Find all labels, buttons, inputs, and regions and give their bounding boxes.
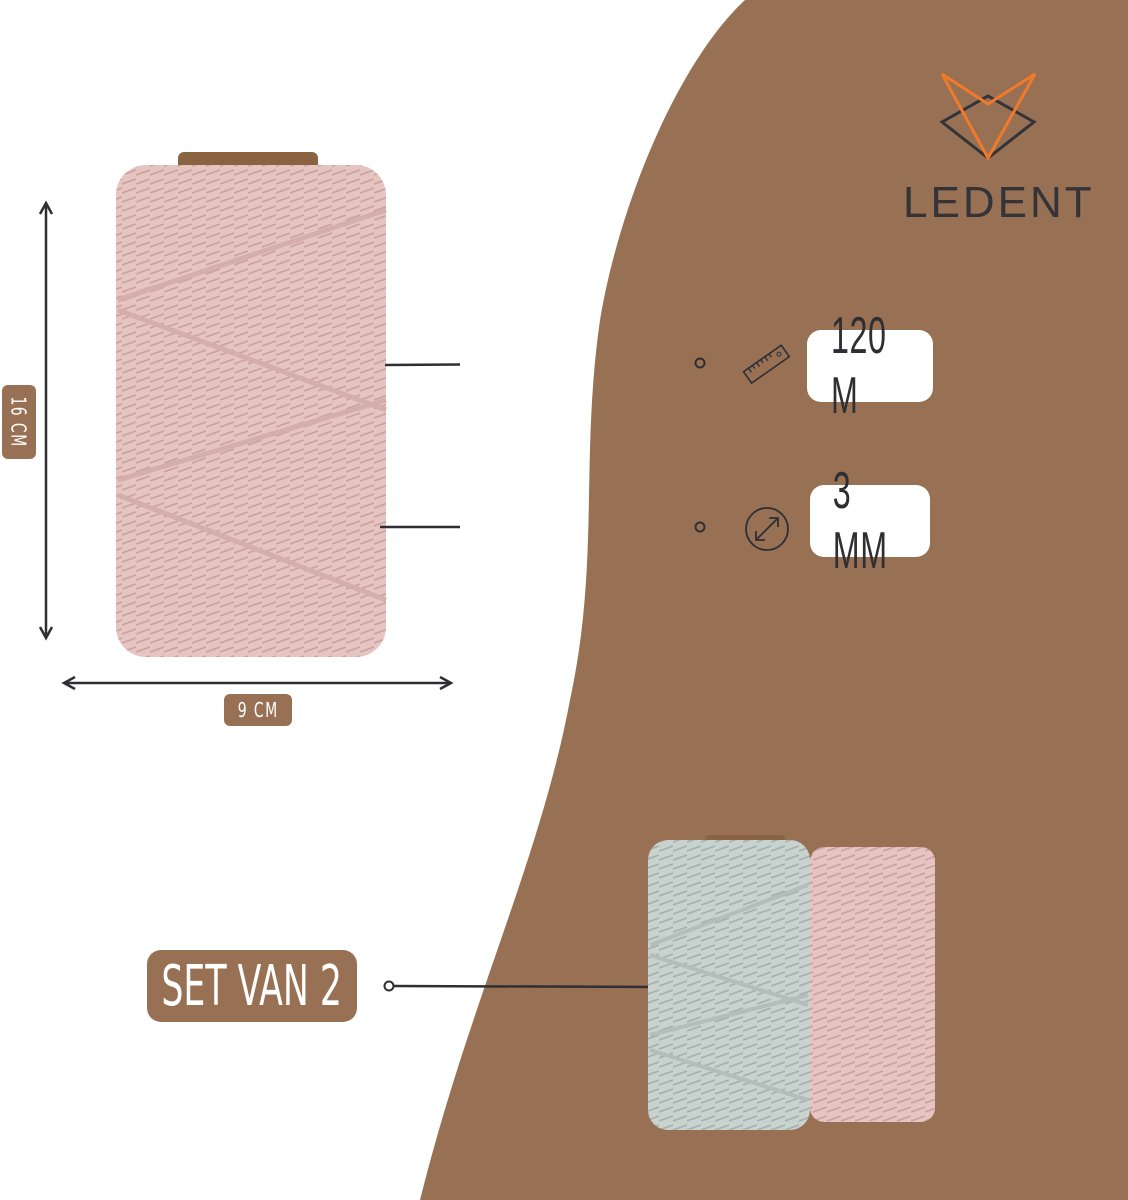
diameter-icon — [745, 507, 789, 551]
brand-name: LEDENT — [903, 178, 1095, 227]
set-pointer — [383, 980, 656, 992]
fox-logo-icon — [939, 72, 1037, 162]
height-tag: 16 CM — [2, 385, 36, 459]
main-spool-image — [116, 152, 387, 657]
pointer-dot-diameter — [694, 521, 706, 533]
diameter-badge: 3 MM — [810, 462, 930, 580]
length-badge: 120 M — [807, 307, 933, 425]
pointer-dot-length — [694, 357, 706, 369]
ruler-icon — [742, 344, 791, 385]
spool-set-image — [648, 835, 935, 1130]
dimension-arrows — [38, 200, 460, 691]
set-label: SET VAN 2 — [147, 950, 357, 1022]
width-tag: 9 CM — [224, 694, 292, 726]
